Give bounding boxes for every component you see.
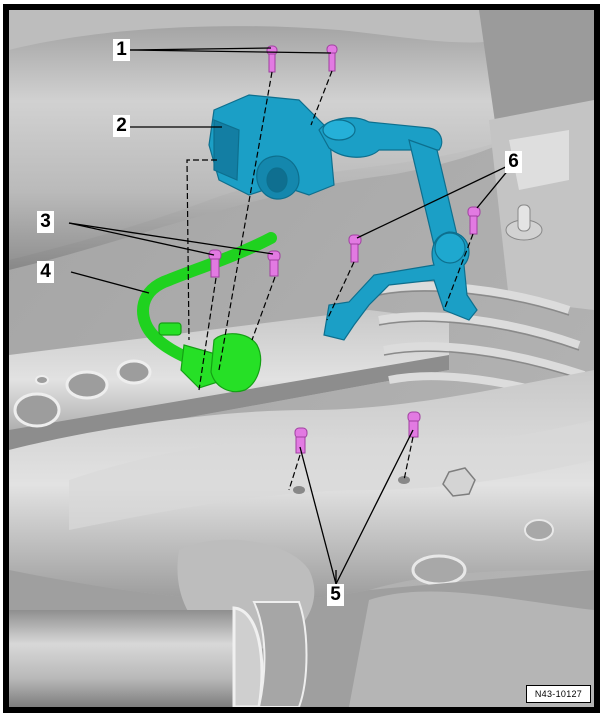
callout-3: 3 [37,211,54,233]
callout-1: 1 [113,39,130,61]
figure-reference-code: N43-10127 [526,685,591,703]
bolts [208,44,481,454]
leader-lines [68,47,515,585]
callout-4: 4 [37,261,54,283]
illustration-frame: 1 2 3 4 6 5 N43-10127 [3,4,600,713]
callout-2: 2 [113,115,130,137]
callout-6: 6 [505,151,522,173]
assembly-illustration [9,10,594,707]
wiring-harness [137,232,277,371]
level-sensor [208,94,478,341]
callout-5: 5 [327,584,344,606]
